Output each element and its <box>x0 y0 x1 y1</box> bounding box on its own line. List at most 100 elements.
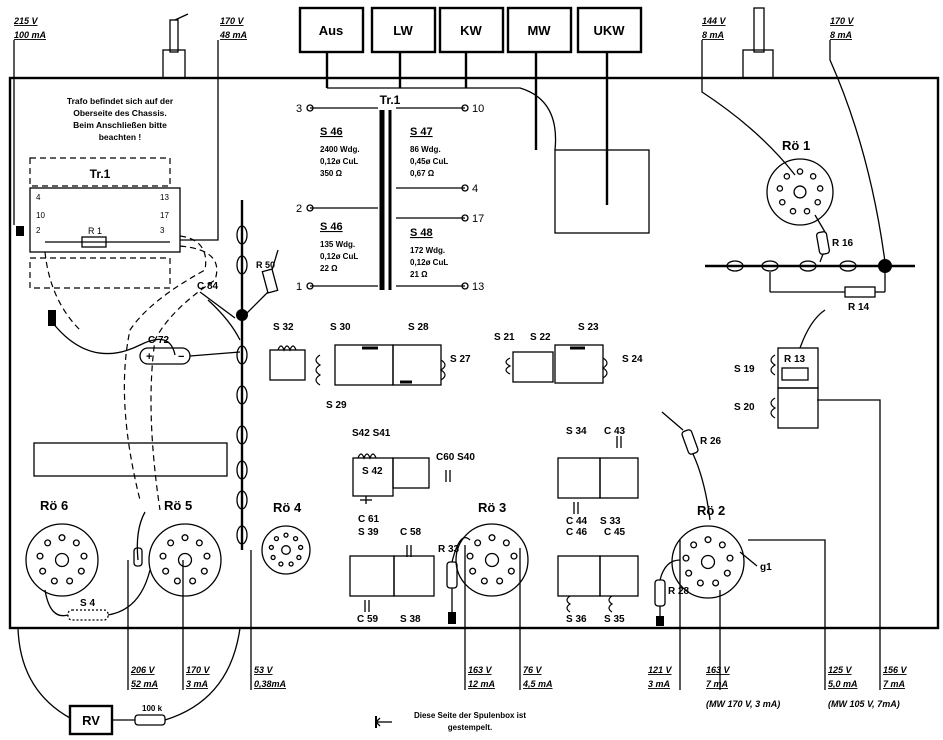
svg-text:S 30: S 30 <box>330 322 351 333</box>
svg-text:125 V: 125 V <box>828 665 853 675</box>
svg-text:S 38: S 38 <box>400 614 421 625</box>
svg-text:8 mA: 8 mA <box>830 30 852 40</box>
svg-text:Tr.1: Tr.1 <box>90 167 111 181</box>
svg-text:121 V: 121 V <box>648 665 673 675</box>
svg-text:53 V: 53 V <box>254 665 274 675</box>
strip-ro1: R 14 R 16 <box>705 214 915 313</box>
tube-ro6-socket <box>25 523 99 597</box>
svg-text:R 13: R 13 <box>784 354 806 365</box>
button-lw-label: LW <box>393 23 413 38</box>
svg-text:5,0 mA: 5,0 mA <box>828 679 858 689</box>
inset-transformer: Tr.1 4 10 2 13 17 3 R 1 <box>16 157 181 289</box>
svg-text:S 46: S 46 <box>320 126 343 138</box>
svg-text:4: 4 <box>36 193 41 202</box>
svg-text:S 35: S 35 <box>604 614 625 625</box>
svg-text:(MW 105 V, 7mA): (MW 105 V, 7mA) <box>828 699 900 709</box>
svg-text:76 V: 76 V <box>523 665 543 675</box>
svg-text:0,12ø CuL: 0,12ø CuL <box>320 252 358 261</box>
component-s4: S 4 <box>44 569 151 621</box>
svg-text:10: 10 <box>36 211 45 220</box>
svg-text:S 32: S 32 <box>273 322 294 333</box>
svg-text:R 26: R 26 <box>700 436 722 447</box>
svg-text:R 50: R 50 <box>256 260 275 270</box>
button-lw[interactable]: LW <box>370 6 437 88</box>
svg-text:8 mA: 8 mA <box>702 30 724 40</box>
svg-text:S 19: S 19 <box>734 364 755 375</box>
svg-text:100 mA: 100 mA <box>14 30 46 40</box>
grid-g1-label: g1 <box>760 562 772 573</box>
svg-text:−: − <box>178 351 184 363</box>
svg-text:S 4: S 4 <box>80 598 95 609</box>
winding-s46-upper: S 46 2400 Wdg. 0,12ø CuL 350 Ω <box>320 126 360 178</box>
terminal-3: 3 <box>296 103 302 115</box>
coil-s19-s20: S 19 S 20 R 13 <box>734 309 826 429</box>
footer-note: Diese Seite der Spulenbox ist gestempelt… <box>375 711 526 732</box>
svg-text:S 23: S 23 <box>578 322 599 333</box>
svg-text:350 Ω: 350 Ω <box>320 169 343 178</box>
scale-window <box>33 442 228 477</box>
svg-text:0,12ø CuL: 0,12ø CuL <box>320 157 358 166</box>
button-aus[interactable]: Aus <box>298 6 365 88</box>
svg-text:170 V: 170 V <box>220 16 245 26</box>
svg-text:gestempelt.: gestempelt. <box>448 723 492 732</box>
svg-text:S 46: S 46 <box>320 221 343 233</box>
terminal-13: 13 <box>472 281 484 293</box>
svg-text:3: 3 <box>160 226 165 235</box>
svg-text:C 46: C 46 <box>566 527 588 538</box>
transformer-note: Trafo befindet sich auf der Oberseite de… <box>67 96 174 142</box>
svg-text:2: 2 <box>36 226 41 235</box>
transformer-label: Tr.1 <box>380 93 401 107</box>
connector-left <box>162 13 189 79</box>
svg-text:2400 Wdg.: 2400 Wdg. <box>320 145 360 154</box>
svg-text:S 48: S 48 <box>410 227 433 239</box>
leader-lines <box>127 399 881 690</box>
svg-text:S 27: S 27 <box>450 354 471 365</box>
terminal-10: 10 <box>472 103 484 115</box>
svg-text:C60 S40: C60 S40 <box>436 452 475 463</box>
svg-text:C 61: C 61 <box>358 514 380 525</box>
svg-text:Trafo befindet sich auf der: Trafo befindet sich auf der <box>67 96 174 106</box>
svg-text:S 28: S 28 <box>408 322 429 333</box>
button-mw[interactable]: MW <box>506 6 573 150</box>
svg-text:RV: RV <box>82 713 100 728</box>
tube-ro4-socket <box>261 525 311 575</box>
svg-text:R 33: R 33 <box>438 544 460 555</box>
svg-text:100 k: 100 k <box>142 704 163 713</box>
terminal-1: 1 <box>296 281 302 293</box>
button-ukw[interactable]: UKW <box>576 6 643 205</box>
tube-ro4-label: Rö 4 <box>273 500 302 515</box>
svg-text:52 mA: 52 mA <box>131 679 158 689</box>
svg-text:S 22: S 22 <box>530 332 551 343</box>
svg-text:21 Ω: 21 Ω <box>410 270 428 279</box>
coil-s21-s24: S 21 S 22 S 23 S 24 <box>494 322 643 384</box>
terminal-strip <box>236 200 248 550</box>
capacitor-c72: + − C 72 <box>48 299 241 365</box>
button-kw[interactable]: KW <box>438 6 505 88</box>
transformer-tr1: Tr.1 3 2 1 10 4 17 13 S 46 2400 Wdg. 0,1… <box>296 93 484 293</box>
svg-text:163 V: 163 V <box>468 665 493 675</box>
coil-s42-s41: S42 S41 S 42 C60 S40 C 61 <box>352 428 475 525</box>
switch-box <box>554 149 650 234</box>
svg-text:0,38mA: 0,38mA <box>254 679 286 689</box>
tube-ro1-socket <box>766 158 834 226</box>
tube-ro3-label: Rö 3 <box>478 500 506 515</box>
svg-text:C 58: C 58 <box>400 527 422 538</box>
resistor-r50: R 50 <box>244 249 279 316</box>
svg-text:4,5 mA: 4,5 mA <box>522 679 553 689</box>
tube-ro2-label: Rö 2 <box>697 503 725 518</box>
svg-text:0,45ø CuL: 0,45ø CuL <box>410 157 448 166</box>
terminal-2: 2 <box>296 203 302 215</box>
svg-text:0,67 Ω: 0,67 Ω <box>410 169 435 178</box>
svg-text:S 39: S 39 <box>358 527 379 538</box>
capacitor-c84: C 84 <box>197 281 236 319</box>
svg-text:S 24: S 24 <box>622 354 643 365</box>
svg-text:S 29: S 29 <box>326 400 347 411</box>
svg-text:163 V: 163 V <box>706 665 731 675</box>
svg-text:+: + <box>146 351 152 363</box>
svg-text:12 mA: 12 mA <box>468 679 495 689</box>
resistor-r33: R 33 <box>438 536 471 624</box>
svg-text:S 47: S 47 <box>410 126 433 138</box>
svg-text:R 28: R 28 <box>668 586 690 597</box>
button-ukw-label: UKW <box>593 23 625 38</box>
